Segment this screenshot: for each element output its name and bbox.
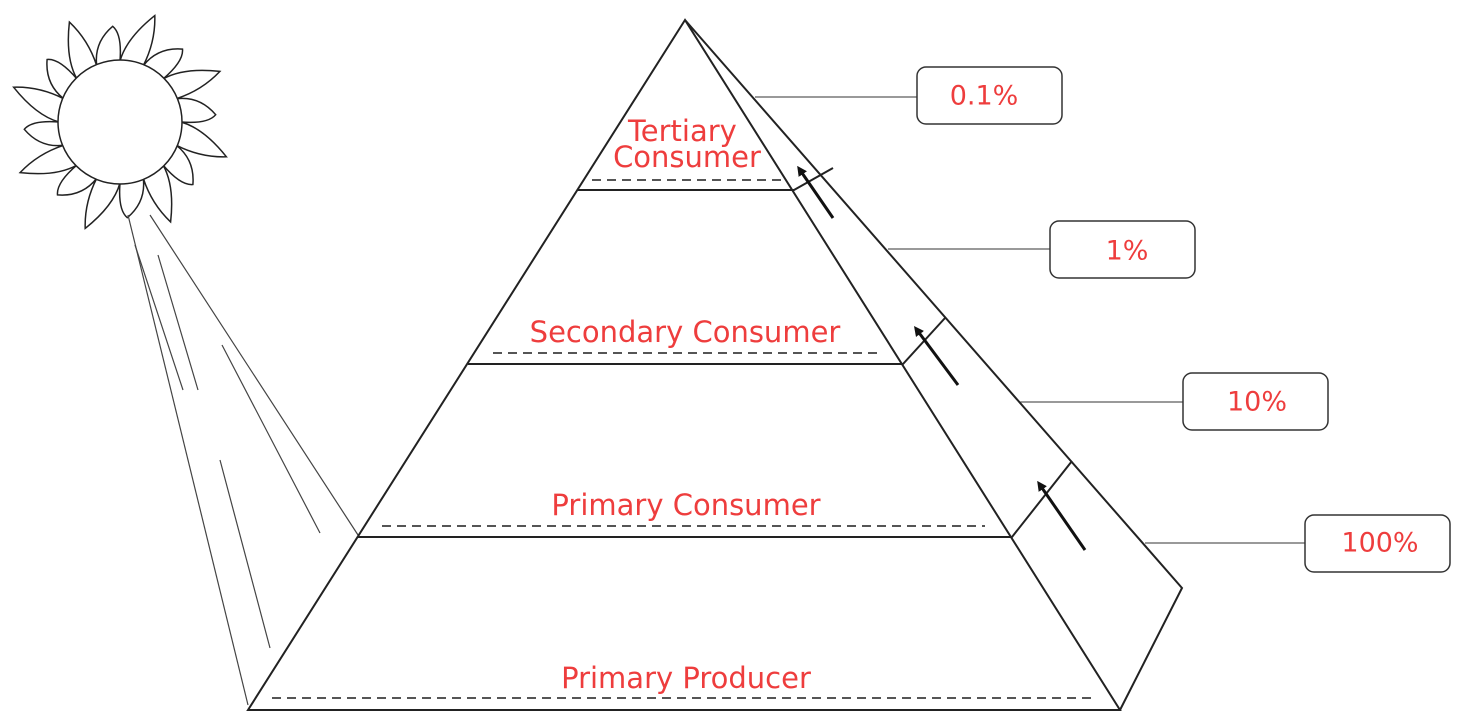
level-label-tertiary-line2: Consumer bbox=[613, 140, 761, 174]
energy-label-box bbox=[1304, 514, 1451, 573]
level-label-primary-producer: Primary Producer bbox=[561, 661, 811, 695]
sun-ray-petals bbox=[12, 14, 228, 230]
energy-label-box bbox=[1182, 372, 1329, 431]
energy-arrow-icon bbox=[914, 325, 960, 386]
energy-label-producer: 100% bbox=[1341, 528, 1418, 559]
level-dividers bbox=[358, 167, 1073, 538]
energy-label-box bbox=[1049, 220, 1196, 279]
sun-disk bbox=[57, 59, 183, 185]
level-label-tertiary: Tertiary Consumer bbox=[613, 114, 761, 174]
energy-label-box bbox=[916, 66, 1063, 125]
level-label-tertiary-line1: Tertiary bbox=[627, 114, 737, 148]
energy-percentage-callouts: 0.1% 1% 10% 100% bbox=[755, 66, 1451, 573]
energy-arrow-icon bbox=[797, 165, 835, 219]
level-dashed-baselines bbox=[272, 179, 1095, 699]
energy-arrow-icon bbox=[1037, 480, 1087, 551]
energy-flow-arrows bbox=[797, 165, 1087, 551]
energy-label-tertiary: 0.1% bbox=[950, 81, 1019, 112]
level-labels: Tertiary Consumer Secondary Consumer Pri… bbox=[530, 114, 841, 695]
sun-icon bbox=[12, 14, 228, 230]
sunlight-rays bbox=[127, 214, 359, 706]
energy-label-secondary: 1% bbox=[1106, 236, 1149, 267]
level-label-primary-consumer: Primary Consumer bbox=[551, 488, 820, 522]
level-label-secondary-consumer: Secondary Consumer bbox=[530, 315, 841, 349]
energy-label-primary-consumer: 10% bbox=[1227, 387, 1287, 418]
